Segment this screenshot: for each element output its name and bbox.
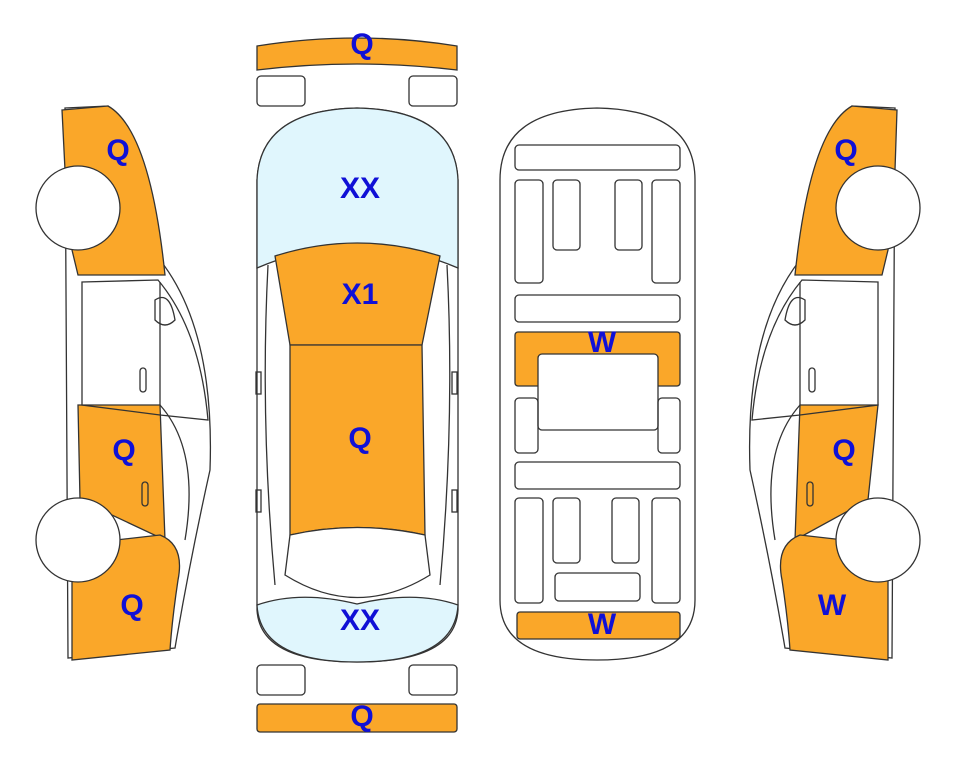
top-mirror-left <box>255 371 262 395</box>
underside-rail-3 <box>514 497 544 604</box>
top-side-left <box>264 264 276 586</box>
windshield-label: XX <box>340 172 380 205</box>
rear-window-top <box>284 526 431 599</box>
top-side-right <box>439 264 451 586</box>
underside-front-bar <box>514 144 681 171</box>
top-view: Q XX X1 Q XX Q <box>255 28 459 733</box>
left-front-label: Q <box>106 134 129 167</box>
underside-outline <box>499 107 696 661</box>
right-handle-rear <box>806 481 814 507</box>
underside-slot-2 <box>614 179 643 251</box>
underside-slot-1 <box>552 179 581 251</box>
right-rear-wheel <box>835 497 921 583</box>
floor-rear-label: W <box>588 608 617 641</box>
rear-bumper-label: Q <box>350 700 373 733</box>
rear-light-left <box>256 664 306 696</box>
left-rear-wheel <box>35 497 121 583</box>
underside-rail-1 <box>514 179 544 284</box>
right-mirror <box>784 296 806 326</box>
right-handle-front <box>808 367 816 393</box>
roof-front-panel <box>274 242 441 346</box>
rear-glass-panel <box>256 596 459 663</box>
rear-bumper-panel <box>256 703 458 733</box>
left-front-wheel <box>35 165 121 251</box>
front-bumper-panel <box>256 37 458 71</box>
left-pillar-line <box>159 282 190 541</box>
left-rear-label: Q <box>120 589 143 622</box>
underside-center-box <box>537 353 659 431</box>
underside-cross-bar <box>514 294 681 323</box>
underside-side-left <box>514 397 539 454</box>
underside-rear-bar <box>554 572 641 602</box>
front-bumper-label: Q <box>350 28 373 61</box>
underside-cross-bar-2 <box>514 461 681 490</box>
rear-light-right <box>408 664 458 696</box>
right-side-view: Q Q W <box>748 105 921 661</box>
underside-slot-3 <box>552 497 581 564</box>
underside-side-right <box>657 397 681 454</box>
left-mirror <box>154 296 176 326</box>
right-rear-label: W <box>818 589 847 622</box>
underside-view: W W <box>499 107 696 661</box>
top-handle-right <box>451 489 458 513</box>
roof-label: Q <box>348 422 371 455</box>
left-side-view: Q Q Q <box>35 105 212 661</box>
left-handle-rear <box>141 481 149 507</box>
floor-rear-panel <box>516 611 681 640</box>
right-front-label: Q <box>834 134 857 167</box>
right-pillar-line <box>770 282 801 541</box>
underside-slot-4 <box>611 497 640 564</box>
rear-glass-label: XX <box>340 604 380 637</box>
top-mirror-right <box>451 371 458 395</box>
underside-rail-4 <box>651 497 681 604</box>
roof-front-label: X1 <box>342 278 379 311</box>
floor-mid-label: W <box>588 326 617 359</box>
left-handle-front <box>139 367 147 393</box>
left-door-label: Q <box>112 434 135 467</box>
right-window <box>751 279 879 421</box>
right-door-label: Q <box>832 434 855 467</box>
front-light-right <box>408 75 458 107</box>
top-handle-left <box>255 489 262 513</box>
underside-rail-2 <box>651 179 681 284</box>
right-front-wheel <box>835 165 921 251</box>
front-light-left <box>256 75 306 107</box>
left-window <box>81 279 209 421</box>
